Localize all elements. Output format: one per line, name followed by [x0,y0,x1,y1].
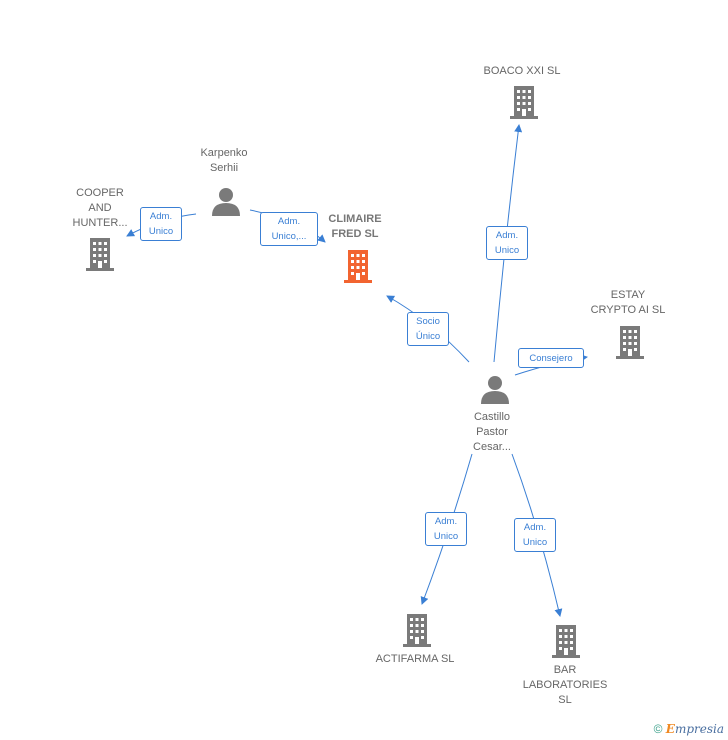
edge-label-karpenko-cooper: Adm. Unico [140,207,182,241]
node-label-cooper[interactable]: COOPER AND HUNTER... [72,187,128,229]
node-label-karpenko[interactable]: Karpenko Serhii [200,147,248,174]
node-label-bar[interactable]: BAR LABORATORIES SL [522,664,608,706]
edge-label-castillo-actifarma: Adm. Unico [425,512,467,546]
footer-brand: © Empresia [654,722,724,736]
brand-logo-e: E [665,722,675,736]
edge-label-karpenko-climaire: Adm. Unico,... [260,212,318,246]
building-icon[interactable] [508,84,540,120]
edge-label-castillo-boaco: Adm. Unico [486,226,528,260]
building-icon[interactable] [401,612,433,648]
node-label-castillo[interactable]: Castillo Pastor Cesar... [473,411,511,453]
edge-label-castillo-bar: Adm. Unico [514,518,556,552]
building-icon[interactable] [614,324,646,360]
node-label-estay[interactable]: ESTAY CRYPTO AI SL [590,289,666,316]
building-icon[interactable] [550,623,582,659]
person-icon[interactable] [479,374,511,404]
brand-logo-text: mpresia [674,722,724,736]
copyright-icon: © [653,722,663,736]
node-label-climaire[interactable]: CLIMAIRE FRED SL [328,213,382,240]
edge-label-castillo-estay: Consejero [518,348,584,368]
building-icon[interactable] [84,236,116,272]
node-label-boaco[interactable]: BOACO XXI SL [483,65,561,77]
building-icon[interactable] [342,248,374,284]
node-label-actifarma[interactable]: ACTIFARMA SL [375,653,455,665]
edge-label-castillo-climaire: Socio Único [407,312,449,346]
person-icon[interactable] [210,186,242,216]
